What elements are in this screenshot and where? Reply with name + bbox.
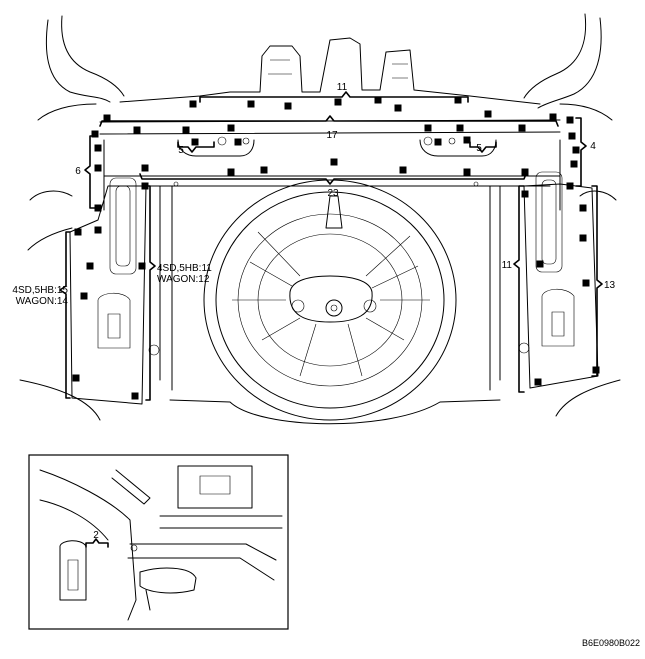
weld-point-left_side_6 [80,292,88,300]
weld-point-top_rail [549,113,557,121]
weld-point-right_side_4 [566,116,574,124]
callout-labels: 11 17 5 5 6 4 23 11 13 4SD,5HB:11 WAGON:… [12,82,615,307]
callout-11-right: 11 [502,260,513,271]
weld-point-rail_17 [91,130,99,138]
weld-point-rail_23 [521,168,529,176]
weld-point-rail_17 [182,126,190,134]
weld-point-left_side_6 [74,228,82,236]
callout-left-panel-line2: WAGON:14 [16,296,69,307]
callout-right-panel-line2: WAGON:12 [157,274,210,285]
weld-point-right_side_13 [579,204,587,212]
weld-point-right_side_13 [582,279,590,287]
weld-point-left_panel [141,182,149,190]
callout-11-top: 11 [337,82,348,93]
callout-13: 13 [604,280,616,291]
weld-point-left_side_6 [72,374,80,382]
weld-point-top_rail [284,102,292,110]
callout-5-left: 5 [178,145,184,156]
weld-point-top_rail [394,104,402,112]
weld-point-top_rail [484,110,492,118]
weld-point-rail_23 [141,164,149,172]
weld-point-top_rail [374,96,382,104]
callout-right-panel-line1: 4SD,5HB:11 [157,263,212,274]
weld-point-rail_5_left [191,138,199,146]
weld-point-rail_23 [399,166,407,174]
weld-point-rail_23 [260,166,268,174]
weld-point-left_side_6 [94,144,102,152]
body-outline [19,13,621,425]
weld-point-rail_5_right [463,136,471,144]
weld-point-right_side_4 [572,146,580,154]
weld-point-right_panel_11 [536,260,544,268]
weld-point-top_rail [103,114,111,122]
figure-code: B6E0980B022 [582,638,640,648]
weld-point-left_side_6 [94,204,102,212]
weld-point-top_rail [334,98,342,106]
weld-point-rail_5_left [234,138,242,146]
callout-17: 17 [326,130,338,141]
weld-point-right_side_4 [568,132,576,140]
weld-point-rail_23 [463,168,471,176]
weld-point-right_side_13 [579,234,587,242]
weld-point-right_side_13 [534,378,542,386]
weld-point-rail_23 [227,168,235,176]
weld-point-left_panel [138,262,146,270]
weld-point-top_rail [189,100,197,108]
weld-point-rail_17 [456,124,464,132]
weld-point-right_panel_11 [521,190,529,198]
callout-4: 4 [590,141,596,152]
weld-point-rail_17 [518,124,526,132]
weld-point-left_side_6 [131,392,139,400]
callout-brackets [59,91,603,401]
callout-5-right: 5 [476,143,482,154]
weld-point-right_side_4 [570,160,578,168]
weld-point-right_side_4 [566,182,574,190]
weld-point-rail_17 [424,124,432,132]
detail-inset: 2 [28,454,289,630]
weld-point-rail_23 [330,158,338,166]
weld-point-rail_17 [133,126,141,134]
weld-point-left_side_6 [94,164,102,172]
weld-points [72,96,600,555]
weld-point-top_rail [247,100,255,108]
weld-point-top_rail [454,96,462,104]
weld-point-left_side_6 [86,262,94,270]
callout-23: 23 [327,188,339,199]
weld-point-right_side_13 [592,366,600,374]
callout-2-inset: 2 [93,530,99,541]
callout-left-panel-line1: 4SD,5HB:15 [12,285,68,296]
callout-6: 6 [75,166,81,177]
weld-point-left_side_6 [94,226,102,234]
weld-point-rail_17 [227,124,235,132]
weld-point-rail_5_right [434,138,442,146]
